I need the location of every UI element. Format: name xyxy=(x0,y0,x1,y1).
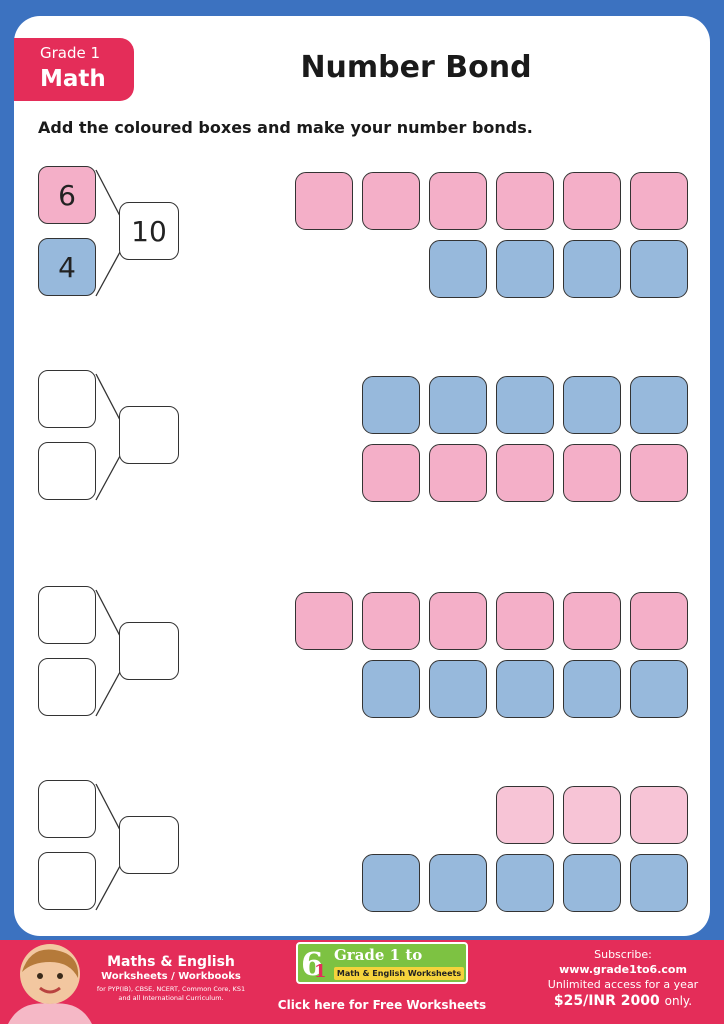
blue-tile xyxy=(563,660,621,718)
subscribe-label: Subscribe: xyxy=(594,948,652,961)
svg-text:6: 6 xyxy=(301,945,323,981)
tile-row-pink xyxy=(0,592,724,652)
pink-tile xyxy=(630,592,688,650)
blue-tile xyxy=(429,660,487,718)
pink-tile xyxy=(496,444,554,502)
blue-tile xyxy=(563,854,621,912)
bond-whole-box[interactable]: 10 xyxy=(119,202,179,260)
subscribe-price: $25/INR 2000 xyxy=(553,993,660,1009)
light-pink-tile xyxy=(496,786,554,844)
bond-whole-box[interactable] xyxy=(119,406,179,464)
pink-tile xyxy=(362,592,420,650)
tile-row-blue xyxy=(0,854,724,914)
number-bond-problem xyxy=(0,370,724,510)
pink-tile xyxy=(496,592,554,650)
pink-tile xyxy=(362,172,420,230)
bond-part-bottom[interactable]: 4 xyxy=(38,238,96,296)
blue-tile xyxy=(563,376,621,434)
bond-connector-lines xyxy=(95,169,121,297)
pink-tile xyxy=(295,592,353,650)
pink-tile xyxy=(496,172,554,230)
pink-tile xyxy=(630,172,688,230)
promo-curricula: for PYP(IB), CBSE, NCERT, Common Core, K… xyxy=(96,985,246,1002)
number-bond-problem xyxy=(0,780,724,920)
pink-tile xyxy=(563,172,621,230)
pink-tile xyxy=(429,444,487,502)
tile-row-blue xyxy=(0,660,724,720)
bond-whole-box[interactable] xyxy=(119,622,179,680)
subscribe-price-line: $25/INR 2000 only. xyxy=(528,993,718,1009)
page-title: Number Bond xyxy=(300,50,532,85)
blue-tile xyxy=(429,854,487,912)
subscribe-offer: Unlimited access for a year xyxy=(547,978,699,991)
blue-tile xyxy=(362,854,420,912)
number-bond-problem xyxy=(0,586,724,726)
bond-part-top[interactable] xyxy=(38,586,96,644)
pink-tile xyxy=(630,444,688,502)
tile-row-pink xyxy=(0,444,724,504)
pink-tile xyxy=(429,172,487,230)
blue-tile xyxy=(362,376,420,434)
bond-connector-lines xyxy=(95,373,121,501)
blue-tile xyxy=(429,240,487,298)
blue-tile xyxy=(362,660,420,718)
grade-logo-icon: 6 1 xyxy=(301,945,327,981)
blue-tile xyxy=(496,854,554,912)
tile-row-blue xyxy=(0,240,724,300)
bond-connector-lines xyxy=(95,783,121,911)
blue-tile xyxy=(496,660,554,718)
free-worksheets-link[interactable]: Click here for Free Worksheets xyxy=(277,998,487,1012)
light-pink-tile xyxy=(563,786,621,844)
pink-tile xyxy=(563,444,621,502)
bond-connector-lines xyxy=(95,589,121,717)
promo-footer[interactable]: Maths & English Worksheets / Workbooks f… xyxy=(0,940,724,1024)
pink-tile xyxy=(563,592,621,650)
blue-tile xyxy=(630,854,688,912)
subscribe-info: Subscribe: www.grade1to6.com Unlimited a… xyxy=(528,948,718,1009)
grade-badge: Grade 1 Math xyxy=(14,38,134,101)
subscribe-url[interactable]: www.grade1to6.com xyxy=(559,963,687,976)
logo-tagline: Math & English Worksheets xyxy=(334,967,464,980)
promo-text: Maths & English Worksheets / Workbooks f… xyxy=(96,954,246,1003)
bond-part-bottom[interactable] xyxy=(38,442,96,500)
blue-tile xyxy=(429,376,487,434)
badge-grade: Grade 1 xyxy=(40,44,101,62)
tile-row-blue xyxy=(0,376,724,436)
svg-text:1: 1 xyxy=(314,961,327,981)
pink-tile xyxy=(295,172,353,230)
blue-tile xyxy=(630,660,688,718)
copyright-text: © Copyright 2017 BeeOne Media Pvt. Ltd. … xyxy=(200,925,524,936)
bond-part-bottom[interactable] xyxy=(38,658,96,716)
bond-part-top[interactable]: 6 xyxy=(38,166,96,224)
bond-part-top[interactable] xyxy=(38,780,96,838)
promo-subtitle: Worksheets / Workbooks xyxy=(101,971,241,982)
promo-title: Maths & English xyxy=(107,954,235,970)
children-photo-icon xyxy=(8,944,92,1024)
number-bond-problem: 6 4 10 xyxy=(0,166,724,306)
light-pink-tile xyxy=(630,786,688,844)
blue-tile xyxy=(563,240,621,298)
pink-tile xyxy=(429,592,487,650)
bond-whole-box[interactable] xyxy=(119,816,179,874)
blue-tile xyxy=(496,240,554,298)
blue-tile xyxy=(630,240,688,298)
subscribe-suffix: only. xyxy=(664,994,693,1008)
tile-row-light-pink xyxy=(0,786,724,846)
bond-part-top[interactable] xyxy=(38,370,96,428)
tile-row-pink xyxy=(0,172,724,232)
pink-tile xyxy=(362,444,420,502)
instruction-text: Add the coloured boxes and make your num… xyxy=(38,118,533,137)
blue-tile xyxy=(496,376,554,434)
bond-part-bottom[interactable] xyxy=(38,852,96,910)
site-logo[interactable]: 6 1 Grade 1 to 6.com Math & English Work… xyxy=(296,942,468,984)
blue-tile xyxy=(630,376,688,434)
badge-subject: Math xyxy=(40,66,106,92)
